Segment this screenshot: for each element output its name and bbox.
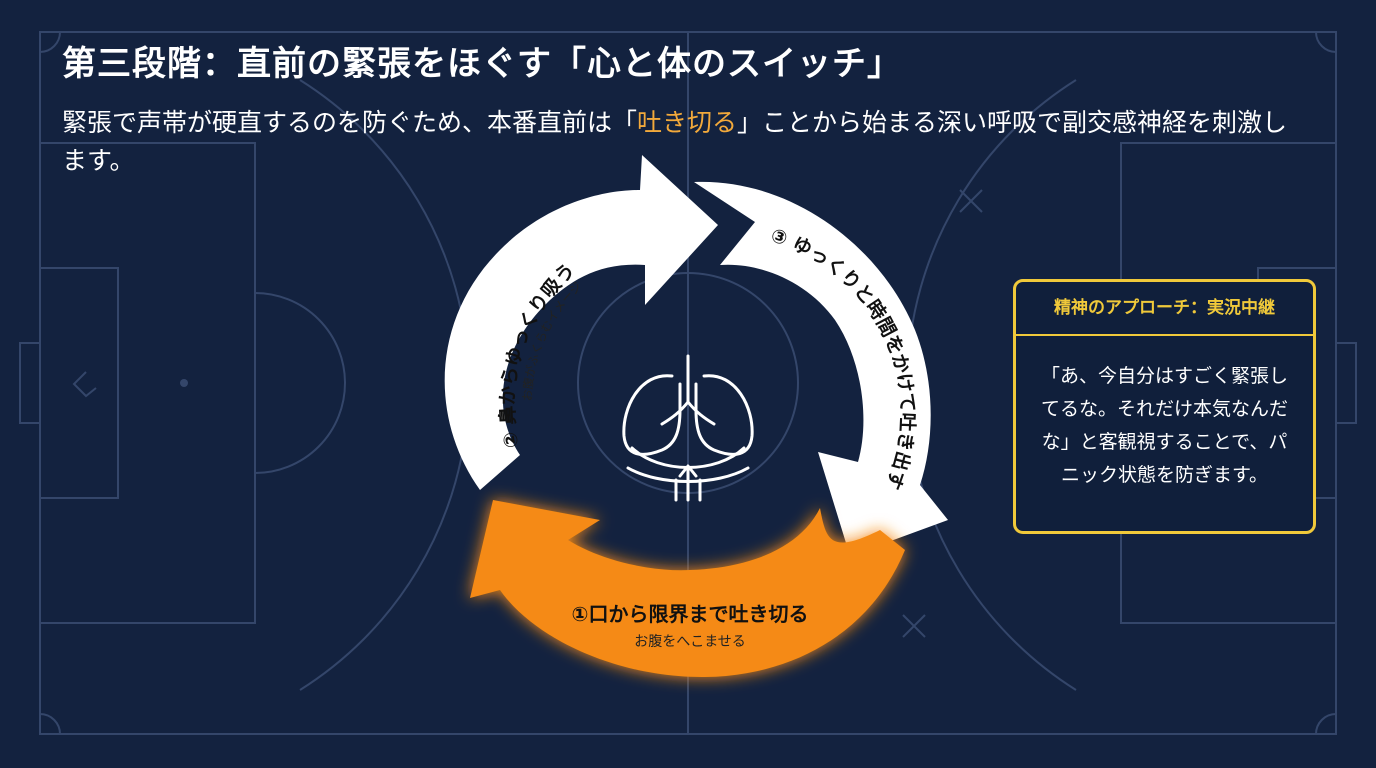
page-subtitle: 緊張で声帯が硬直するのを防ぐため、本番直前は「吐き切る」ことから始まる深い呼吸で… xyxy=(62,104,1312,180)
step2-arrow xyxy=(444,155,718,490)
mental-approach-callout: 精神のアプローチ：実況中継 「あ、今自分はすごく緊張してるな。それだけ本気なんだ… xyxy=(1013,279,1316,534)
page-title: 第三段階：直前の緊張をほぐす「心と体のスイッチ」 xyxy=(62,44,902,84)
step3-arrow xyxy=(694,181,948,557)
subtitle-text-after: 」ことから始まる深い呼吸で副交感神経を刺激します。 xyxy=(62,108,1288,175)
step1-arrow xyxy=(470,500,905,678)
subtitle-highlight: 吐き切る xyxy=(637,108,738,137)
step1-label: ①口から限界まで吐き切る xyxy=(572,602,809,626)
callout-body: 「あ、今自分はすごく緊張してるな。それだけ本気なんだな」と客観視することで、パニ… xyxy=(1040,365,1288,486)
callout-title: 精神のアプローチ：実況中継 xyxy=(1016,282,1313,336)
step1-sublabel: お腹をへこませる xyxy=(634,633,746,650)
lungs-icon xyxy=(622,354,754,502)
subtitle-text-before: 緊張で声帯が硬直するのを防ぐため、本番直前は「 xyxy=(62,108,638,137)
